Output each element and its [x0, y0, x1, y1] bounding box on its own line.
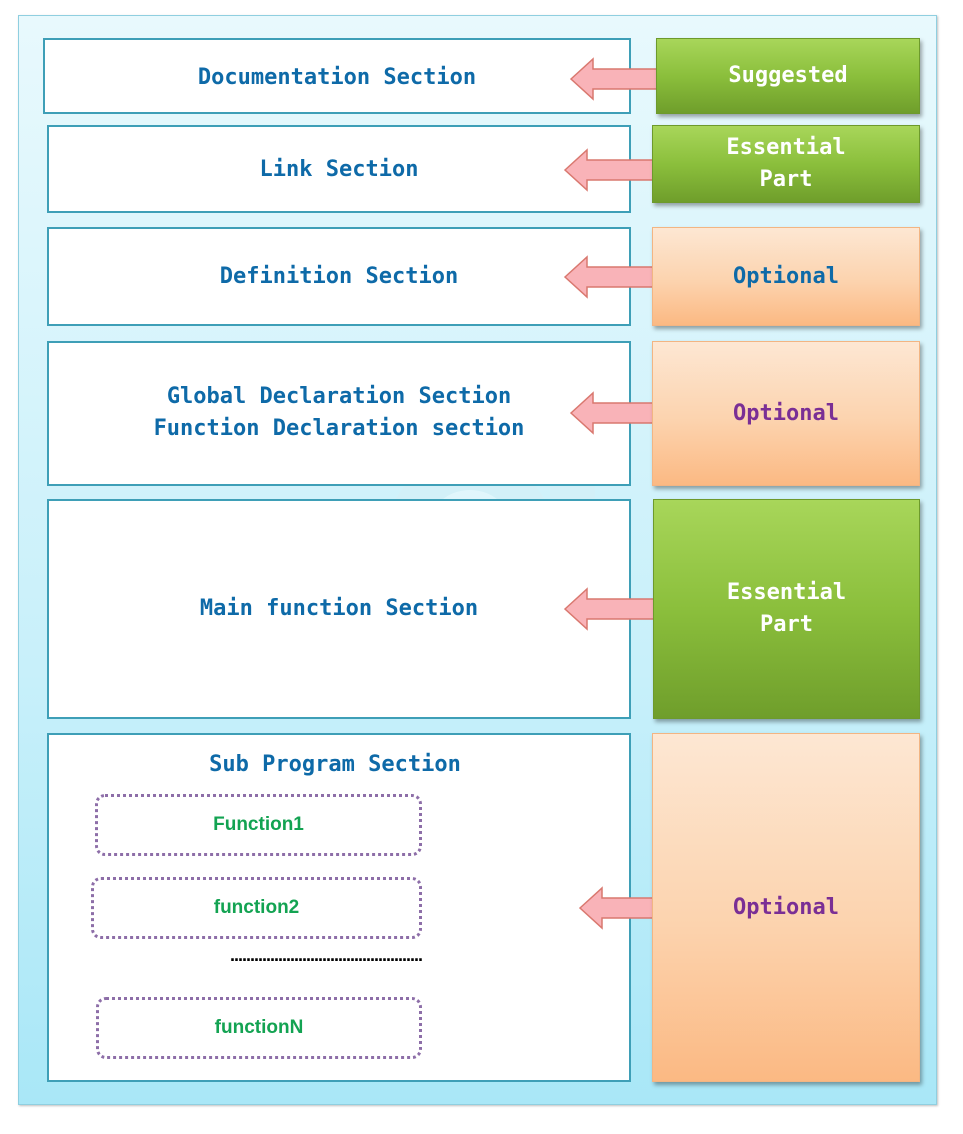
- essential-label-line1: Essential: [726, 135, 846, 160]
- subprogram-section-label: Sub Program Section: [209, 752, 461, 777]
- global-declaration-label: Global Declaration Section: [166, 384, 512, 409]
- subprogram-section-box: Sub Program Section: [47, 733, 631, 1082]
- function-box-1: Function1: [95, 794, 422, 856]
- documentation-tag-suggested: Suggested: [656, 38, 920, 114]
- main-function-section-label: Main function Section: [199, 596, 479, 621]
- function-declaration-label: Function Declaration section: [153, 416, 525, 441]
- essential-label-line2: Part: [760, 612, 813, 637]
- function-list-ellipsis: ........................................…: [230, 945, 423, 965]
- definition-section-box: Definition Section: [47, 227, 631, 326]
- link-section-label: Link Section: [259, 157, 419, 182]
- main-function-section-box: Main function Section: [47, 499, 631, 719]
- essential-label-line2: Part: [759, 167, 813, 192]
- global-declaration-tag-optional: Optional: [652, 341, 920, 486]
- definition-tag-optional: Optional: [652, 227, 920, 326]
- global-declaration-section-box: Global Declaration Section Function Decl…: [47, 341, 631, 486]
- documentation-section-box: Documentation Section: [43, 38, 631, 114]
- documentation-section-label: Documentation Section: [197, 65, 477, 90]
- link-tag-essential: Essential Part: [652, 125, 920, 203]
- essential-label-line1: Essential: [726, 580, 847, 605]
- function-box-2: function2: [91, 877, 422, 939]
- definition-section-label: Definition Section: [219, 264, 459, 289]
- function-box-n: functionN: [96, 997, 422, 1059]
- main-function-tag-essential: Essential Part: [653, 499, 920, 719]
- link-section-box: Link Section: [47, 125, 631, 213]
- subprogram-tag-optional: Optional: [652, 733, 920, 1082]
